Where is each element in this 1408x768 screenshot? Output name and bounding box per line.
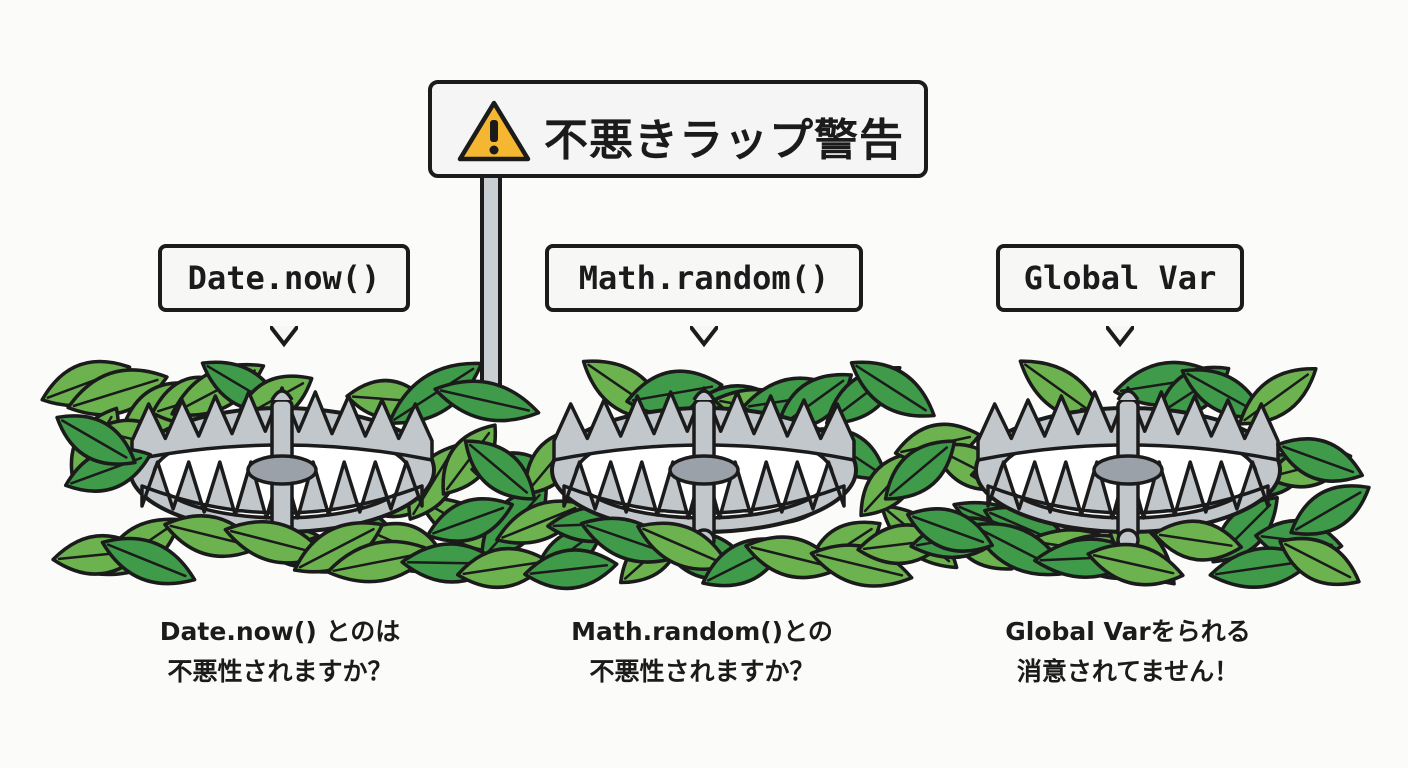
leaf xyxy=(100,536,197,586)
bear-trap xyxy=(128,386,436,552)
trap-label: Date.now() xyxy=(187,259,381,297)
bear-traps xyxy=(128,386,1282,552)
caption-line: Date.now() とのは xyxy=(159,617,401,646)
caption-line: 不悪性されますか？ xyxy=(589,657,815,686)
leaf xyxy=(905,507,995,553)
trap-label-bubble: Date.now() xyxy=(158,244,410,348)
caption-line: 不悪性されますか？ xyxy=(167,657,393,686)
leaf xyxy=(849,360,936,418)
leaf xyxy=(433,379,541,423)
signpost-pole xyxy=(480,168,502,417)
trap-caption: Math.random()との 不悪性されますか？ xyxy=(532,612,872,692)
leaf xyxy=(425,497,515,543)
leaf xyxy=(1278,536,1361,587)
warning-icon xyxy=(457,100,531,162)
leaf xyxy=(809,543,914,588)
leaf xyxy=(523,548,619,591)
trap-label-bubble: Math.random() xyxy=(545,244,863,348)
trap-label: Math.random() xyxy=(578,259,830,297)
leaf-bush-front xyxy=(51,414,1371,591)
trap-caption: Date.now() とのは 不悪性されますか？ xyxy=(110,612,450,692)
caption-line: 消意されてません！ xyxy=(1016,657,1240,686)
caption-line: Math.random()との xyxy=(571,617,833,646)
trap-label-bubble: Global Var xyxy=(996,244,1244,348)
leaf xyxy=(1275,437,1365,483)
warning-sign: 不悪きラップ警告 xyxy=(428,80,928,178)
trap-label: Global Var xyxy=(1023,259,1217,297)
leaf xyxy=(55,414,137,466)
caption-line: Global Varをられる xyxy=(1005,617,1251,646)
bear-trap xyxy=(974,386,1282,552)
leaf xyxy=(463,439,537,501)
leaf xyxy=(883,439,957,501)
leaf xyxy=(1086,542,1185,587)
trap-caption: Global Varをられる 消意されてません！ xyxy=(958,612,1298,692)
sign-title: 不悪きラップ警告 xyxy=(544,115,904,166)
leaf xyxy=(1152,519,1244,562)
leaf xyxy=(1289,484,1371,536)
bear-trap xyxy=(550,386,858,552)
